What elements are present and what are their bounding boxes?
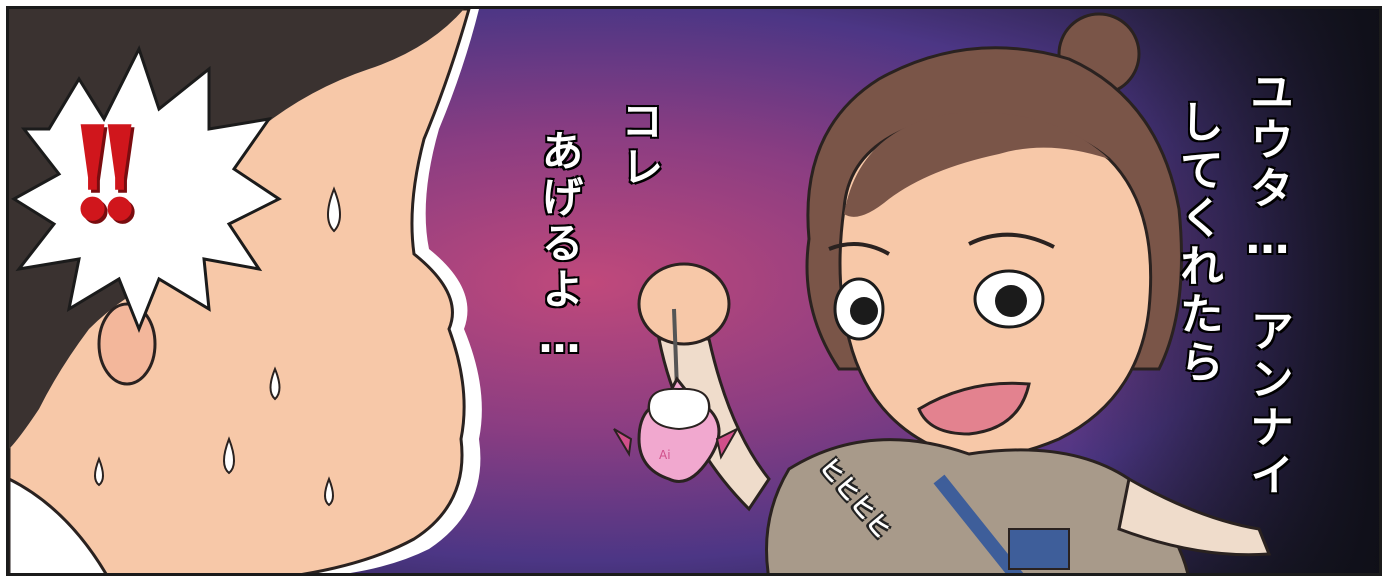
panel-artwork: Ai [9, 9, 1379, 573]
dialogue-right-col1-b: アンナイ [1242, 308, 1293, 500]
dialogue-right-col1-a: ユウタ… [1242, 69, 1293, 268]
keychain-label: Ai [659, 448, 671, 462]
dialogue-right-col1: ユウタ… アンナイ [1235, 69, 1299, 500]
dialogue-right-col2: してくれたら [1172, 99, 1223, 387]
shock-exclamation: !! [64, 97, 148, 250]
shock-burst [11, 45, 282, 334]
comic-panel: Ai !! ユウタ…アンナイ してくれたら コレ あげるよ… ヒヒヒヒ [6, 6, 1382, 576]
dialogue-middle-col2: あげるよ… [535, 129, 584, 366]
dialogue-middle-col1: コレ [615, 99, 664, 191]
keychain-charm [613, 308, 740, 483]
